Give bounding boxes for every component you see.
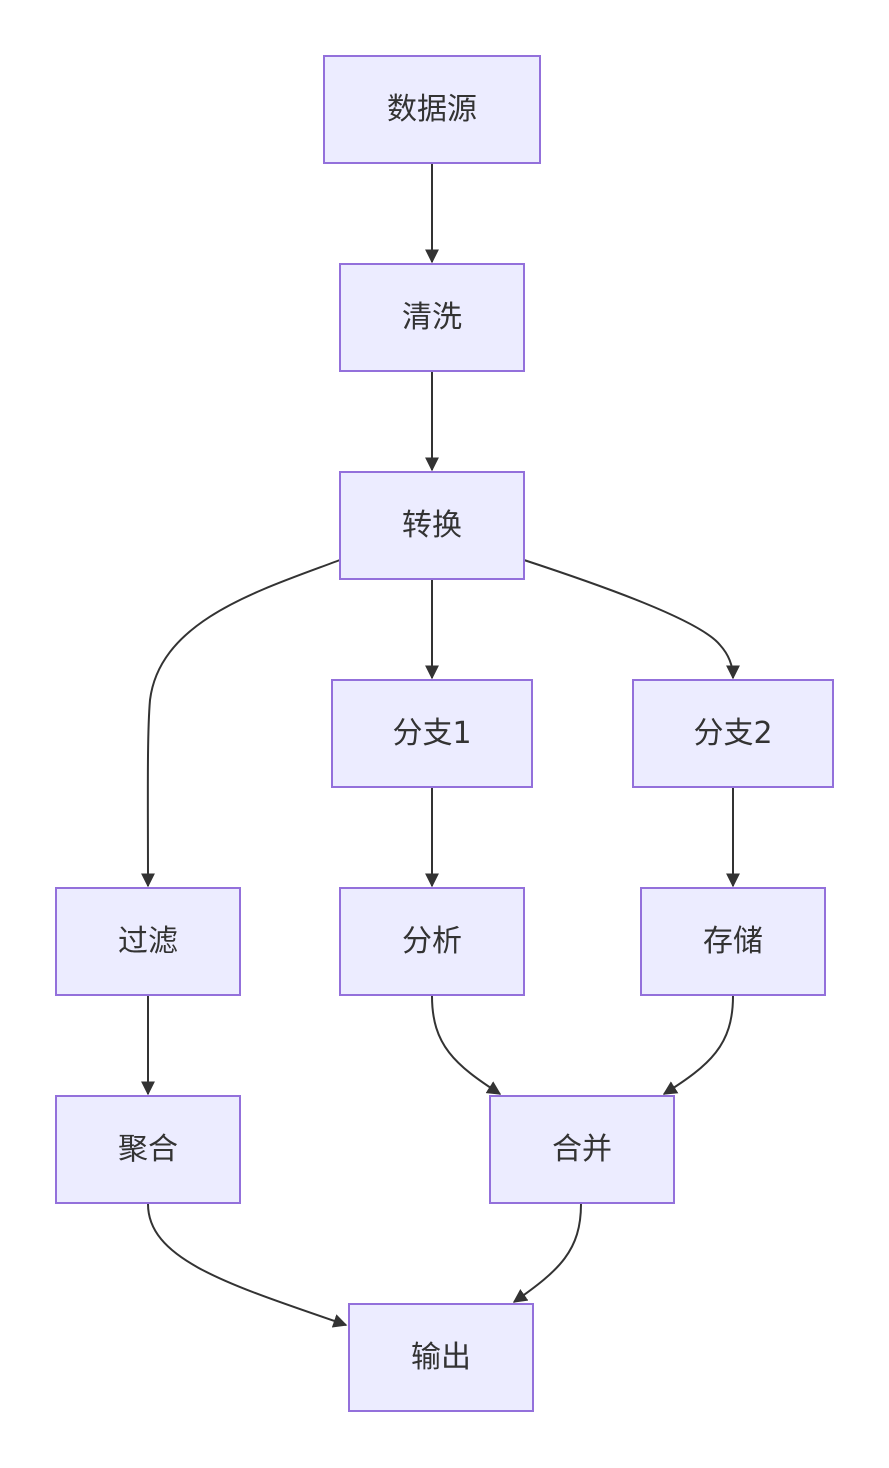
node-branch1: 分支1 — [331, 679, 533, 788]
node-source: 数据源 — [323, 55, 541, 164]
node-output: 输出 — [348, 1303, 534, 1412]
node-store: 存储 — [640, 887, 826, 996]
edge-aggregate-to-output — [147, 1203, 348, 1328]
node-merge: 合并 — [489, 1095, 675, 1204]
edge-analyze-to-merge — [431, 995, 502, 1095]
node-transform: 转换 — [339, 471, 525, 580]
edge-transform-to-branch2 — [523, 559, 740, 680]
edge-merge-to-output — [512, 1203, 582, 1303]
node-clean: 清洗 — [339, 263, 525, 372]
edge-transform-to-filter — [140, 559, 341, 888]
edge-store-to-merge — [662, 995, 734, 1095]
node-aggregate: 聚合 — [55, 1095, 241, 1204]
node-filter: 过滤 — [55, 887, 241, 996]
node-branch2: 分支2 — [632, 679, 834, 788]
node-analyze: 分析 — [339, 887, 525, 996]
